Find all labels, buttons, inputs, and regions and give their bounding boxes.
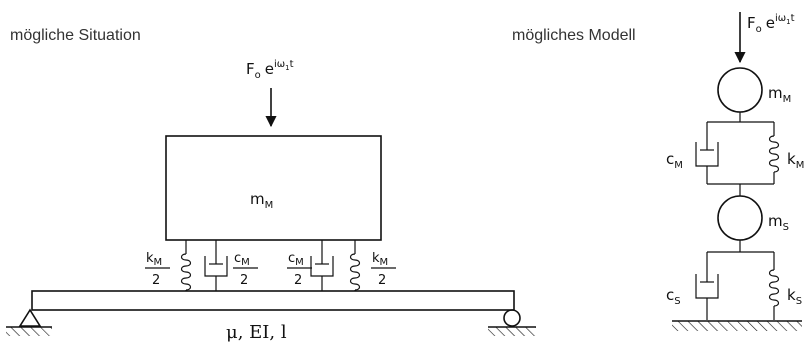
svg-text:2: 2 — [152, 273, 160, 288]
svg-text:2: 2 — [294, 273, 302, 288]
svg-text:kM: kM — [372, 251, 388, 268]
right-damper-top — [695, 122, 719, 184]
right-spring-top — [768, 122, 780, 184]
beam — [31, 290, 515, 311]
svg-text:kM: kM — [146, 251, 162, 268]
svg-text:cM: cM — [234, 251, 250, 268]
right-spring-bottom — [768, 252, 780, 320]
left-spring-outer-left — [180, 240, 192, 291]
right-lower-frame — [707, 240, 774, 253]
left-mass-block — [165, 135, 382, 241]
left-k-half-label-2: kM 2 — [371, 251, 396, 288]
left-c-half-label-2: cM 2 — [287, 251, 312, 288]
left-mass-label: mM — [250, 190, 273, 211]
left-spring-outer-right — [349, 240, 361, 291]
right-mass-bottom — [717, 195, 763, 241]
svg-text:2: 2 — [240, 273, 248, 288]
right-caption: mögliches Modell — [512, 27, 636, 44]
right-mass-top — [717, 67, 763, 113]
roller-support — [488, 309, 536, 336]
left-damper-inner-right — [310, 240, 334, 291]
right-c-bottom-label: cS — [666, 286, 681, 307]
left-k-half-label-1: kM 2 — [145, 251, 170, 288]
svg-text:2: 2 — [378, 273, 386, 288]
right-upper-frame — [707, 112, 774, 196]
right-k-bottom-label: kS — [787, 286, 802, 307]
left-damper-inner-left — [204, 240, 228, 291]
right-k-top-label: kM — [787, 150, 804, 171]
left-caption: mögliche Situation — [10, 27, 141, 44]
right-ground — [672, 320, 802, 331]
right-damper-bottom — [695, 252, 719, 320]
right-mass-bottom-label: mS — [768, 212, 789, 233]
pin-support — [6, 308, 52, 336]
svg-text:cM: cM — [288, 251, 304, 268]
beam-label: μ, EI, l — [226, 322, 287, 343]
right-c-top-label: cM — [666, 150, 683, 171]
left-c-half-label-1: cM 2 — [233, 251, 258, 288]
right-mass-top-label: mM — [768, 84, 791, 105]
